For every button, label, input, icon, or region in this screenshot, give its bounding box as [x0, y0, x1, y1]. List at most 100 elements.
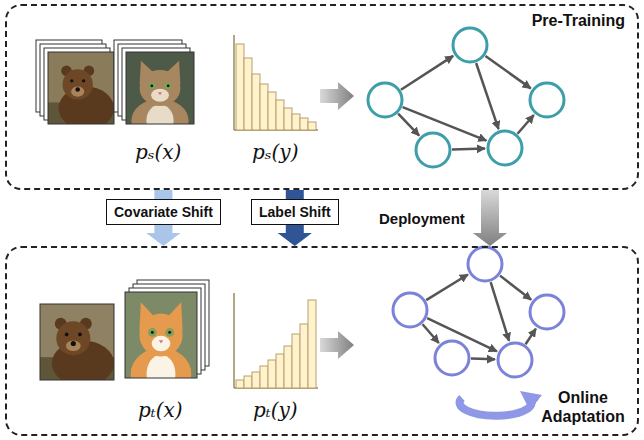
cat-chest [147, 355, 176, 378]
histogram-bar [300, 324, 308, 388]
shift-arrow [154, 190, 172, 199]
adaptation-loop-arrow [460, 397, 532, 416]
cat-pupil [167, 84, 170, 87]
panel-title: Online Adaptation [535, 389, 631, 426]
network-link [526, 329, 536, 345]
bear-eye [78, 333, 82, 337]
flow-arrow [320, 331, 354, 359]
cat-nose [158, 92, 162, 95]
network-neuron [368, 83, 402, 117]
photo-border [40, 304, 114, 380]
histogram-bar [284, 346, 292, 388]
histogram-bar [236, 380, 244, 388]
histogram-bar [276, 100, 284, 130]
histogram-bar [308, 300, 316, 388]
bear-head [56, 321, 90, 355]
network-link [401, 56, 453, 90]
chart-axis [233, 35, 235, 130]
photo-border [48, 52, 114, 124]
distribution-label: pₛ(y) [252, 140, 298, 164]
network-link [476, 63, 498, 129]
shift-arrow [473, 190, 507, 246]
network-link [423, 324, 439, 343]
edge-label: Deployment [379, 210, 465, 227]
distribution-label: pₜ(y) [253, 398, 298, 422]
network-neuron [416, 133, 450, 167]
photo [40, 304, 114, 380]
network-neuron [530, 83, 564, 117]
chart-axis [233, 293, 235, 388]
distribution-label: pₛ(x) [135, 140, 181, 164]
cat-eye [164, 82, 172, 89]
shift-tag: Label Shift [251, 199, 339, 225]
distribution-label: pₜ(x) [138, 398, 183, 422]
flow-arrow [320, 82, 354, 110]
cat-pupil [150, 84, 153, 87]
histogram-bar [268, 360, 276, 388]
network-link [500, 276, 531, 300]
histogram-bar [308, 122, 316, 130]
histogram-bar [244, 58, 252, 130]
cat-pupil [168, 331, 171, 334]
network-link [426, 274, 468, 300]
photo [125, 292, 197, 378]
photo [48, 52, 114, 124]
network-link [398, 114, 419, 136]
cat-eye [148, 82, 156, 89]
cat-head [139, 314, 182, 357]
histogram-bar [300, 118, 308, 130]
network-link [491, 282, 509, 341]
bear-nose [75, 87, 80, 92]
network-neuron [435, 341, 469, 375]
network-link [452, 147, 485, 150]
network-neuron [468, 247, 502, 281]
network-link [471, 357, 495, 360]
cat-pupil [151, 331, 154, 334]
stage-panel: Pre-Training [5, 4, 639, 190]
shift-name: Covariate Shift [114, 204, 213, 220]
bear-head [63, 69, 93, 99]
photo-border [126, 52, 194, 124]
histogram-bar [276, 354, 284, 388]
network-link [518, 115, 534, 134]
network-neuron [498, 343, 532, 377]
bear-eye [82, 79, 85, 82]
panel-title: Pre-Training [532, 12, 625, 30]
shift-arrow [278, 225, 312, 246]
bear-eye [70, 79, 73, 82]
cat-muzzle [151, 89, 169, 102]
network-neuron [530, 295, 564, 329]
stage-panel: Online Adaptation [5, 246, 639, 436]
network-neuron [488, 131, 522, 165]
shift-arrow [286, 190, 304, 199]
bear-snout [71, 87, 84, 97]
photo-border [125, 292, 197, 378]
shift-tag: Covariate Shift [106, 199, 221, 225]
cat-eye [148, 328, 157, 337]
cat-muzzle [152, 336, 171, 351]
cat-head [140, 70, 181, 106]
shift-name: Label Shift [259, 204, 331, 220]
cat-nose [159, 340, 163, 343]
photo [126, 52, 194, 124]
bear-snout [66, 340, 81, 351]
histogram-bar [252, 372, 260, 388]
shift-arrow [146, 225, 180, 246]
histogram-bar [236, 44, 244, 130]
histogram-bar [268, 92, 276, 130]
histogram-bar [292, 114, 300, 130]
network-neuron [453, 28, 487, 62]
cat-chest [146, 105, 173, 124]
histogram-bar [292, 334, 300, 388]
network-neuron [393, 293, 427, 327]
cat-eye [165, 328, 174, 337]
bear-eye [65, 333, 69, 337]
histogram-bar [260, 84, 268, 130]
histogram-bar [244, 376, 252, 388]
histogram-bar [252, 74, 260, 130]
bear-nose [71, 341, 76, 346]
histogram-bar [260, 366, 268, 388]
network-link [485, 56, 530, 88]
histogram-bar [284, 108, 292, 130]
